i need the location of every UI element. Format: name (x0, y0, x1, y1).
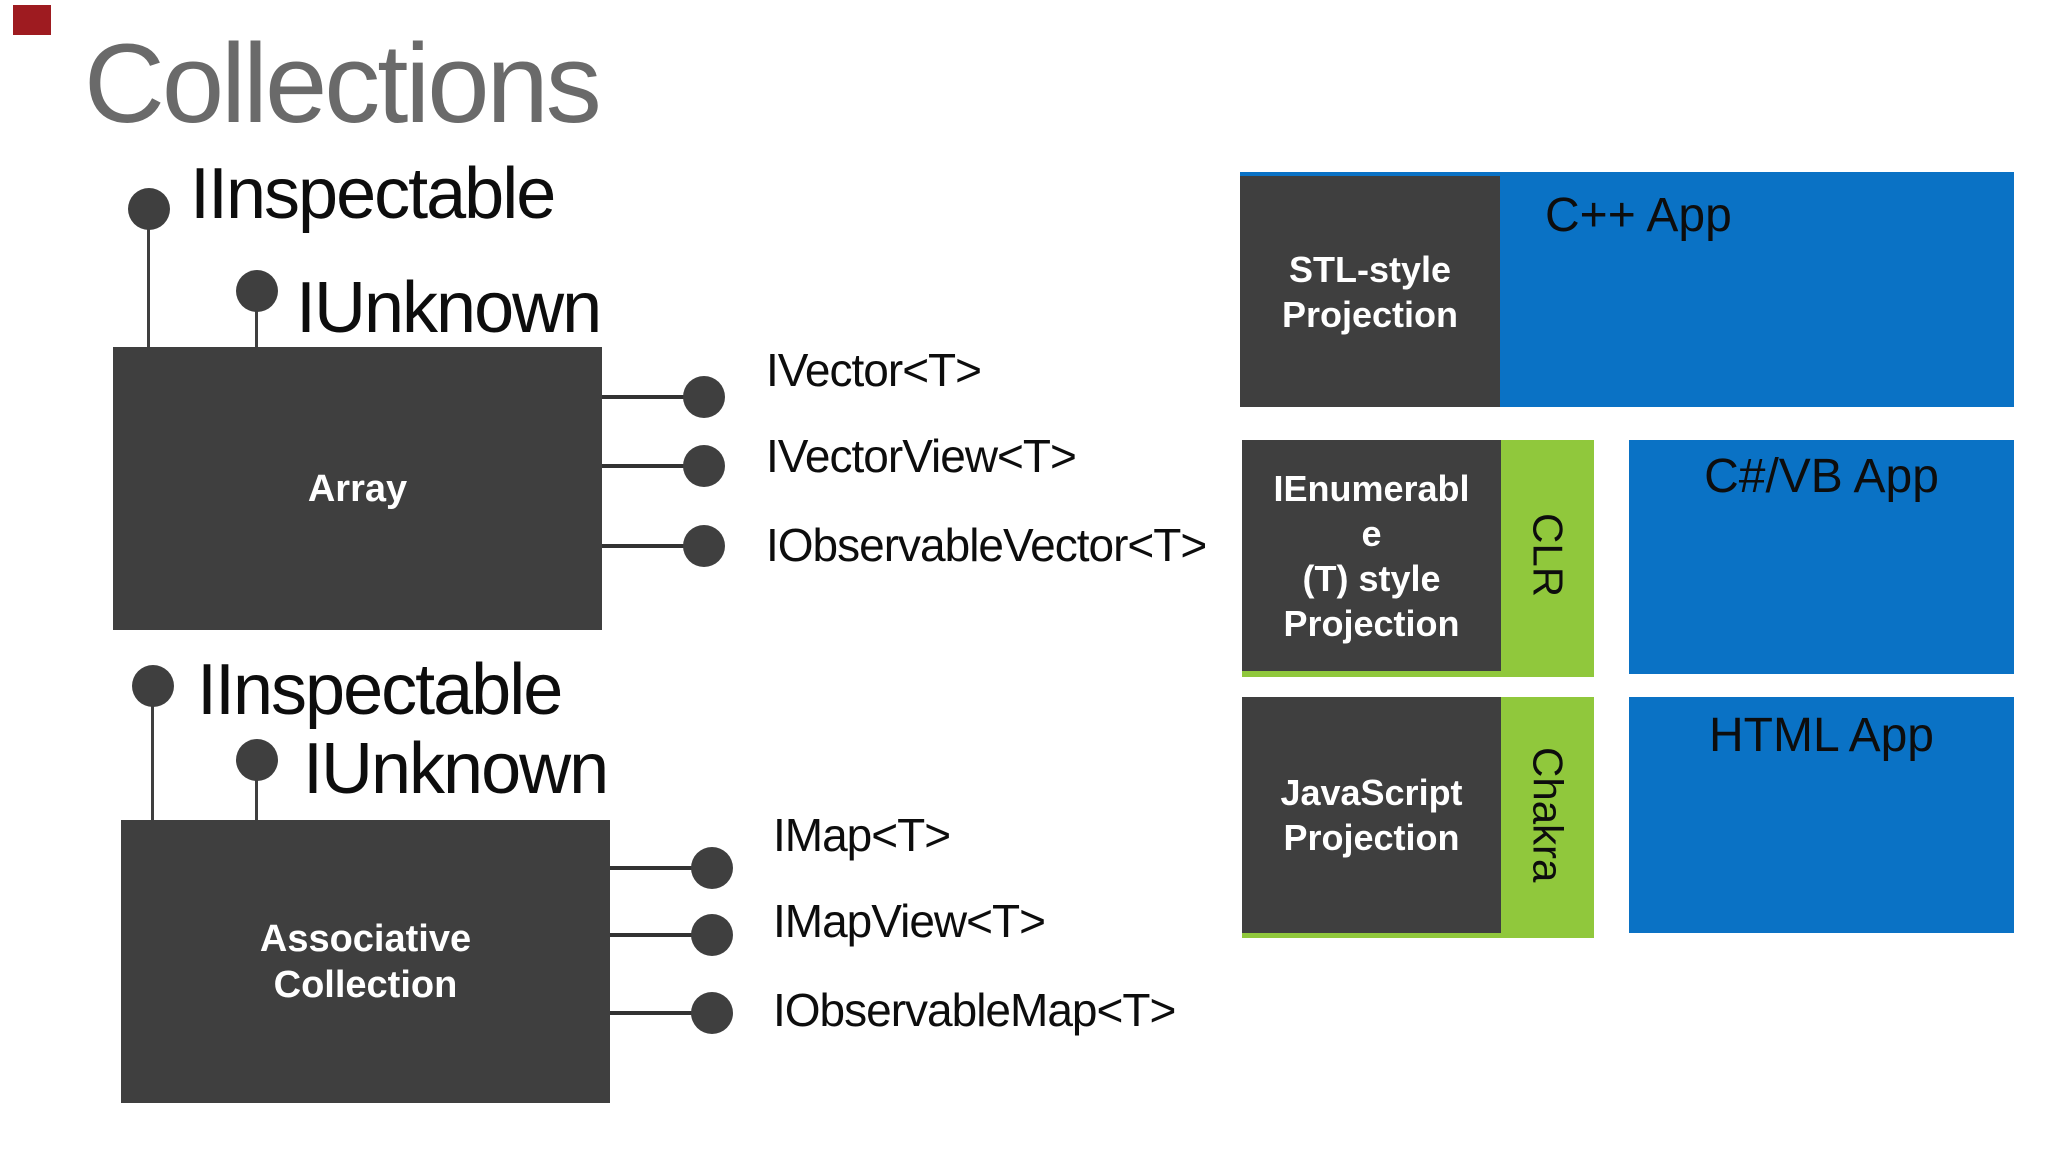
imap-lollipop-icon (691, 847, 733, 889)
iobservablevector-connector-line (602, 544, 685, 548)
associative-collection-box-label: Associative Collection (259, 917, 472, 1006)
iinspectable2-label: IInspectable (197, 650, 563, 730)
iinspectable-label: IInspectable (190, 154, 556, 234)
iobservablemap-lollipop-icon (691, 992, 733, 1034)
imap-connector-line (610, 866, 693, 870)
html-app-label: HTML App (1709, 709, 1934, 762)
iinspectable2-lollipop-stem (151, 686, 154, 820)
javascript-projection-label: JavaScript Projection (1280, 772, 1463, 858)
iobservablevector-lollipop-icon (683, 525, 725, 567)
stl-projection-box: STL-style Projection (1240, 176, 1500, 407)
ivector-lollipop-icon (683, 376, 725, 418)
ienumerable-projection-box: IEnumerabl e (T) style Projection (1242, 440, 1501, 671)
imapview-label: IMapView<T> (773, 895, 1046, 947)
ivector-connector-line (602, 395, 685, 399)
ivectorview-lollipop-icon (683, 445, 725, 487)
ivectorview-connector-line (602, 464, 685, 468)
iinspectable-lollipop-stem (147, 209, 150, 347)
imapview-lollipop-icon (691, 914, 733, 956)
ivectorview-label: IVectorView<T> (766, 430, 1077, 482)
associative-collection-box: Associative Collection (121, 820, 610, 1103)
iunknown-lollipop-stem (255, 291, 258, 347)
corner-marker (13, 5, 51, 35)
stl-projection-label: STL-style Projection (1281, 248, 1459, 335)
slide-title: Collections (84, 21, 602, 146)
iobservablevector-label: IObservableVector<T> (766, 519, 1207, 571)
clr-label: CLR (1524, 513, 1572, 598)
csharp-vb-app-label: C#/VB App (1704, 450, 1939, 503)
javascript-projection-box: JavaScript Projection (1242, 697, 1501, 933)
ivector-label: IVector<T> (766, 344, 982, 396)
iunknown2-lollipop-stem (255, 760, 258, 820)
array-box-label: Array (307, 467, 408, 510)
ienumerable-projection-label: IEnumerabl e (T) style Projection (1273, 467, 1470, 644)
iobservablemap-connector-line (610, 1011, 693, 1015)
html-app-box (1629, 697, 2014, 933)
iobservablemap-label: IObservableMap<T> (773, 984, 1176, 1036)
chakra-label: Chakra (1524, 747, 1572, 883)
imapview-connector-line (610, 933, 693, 937)
iunknown2-label: IUnknown (303, 729, 609, 809)
iunknown-label: IUnknown (296, 268, 602, 348)
csharp-vb-app-box (1629, 440, 2014, 674)
imap-label: IMap<T> (773, 809, 951, 861)
cpp-app-label: C++ App (1545, 189, 1732, 242)
array-box: Array (113, 347, 602, 630)
